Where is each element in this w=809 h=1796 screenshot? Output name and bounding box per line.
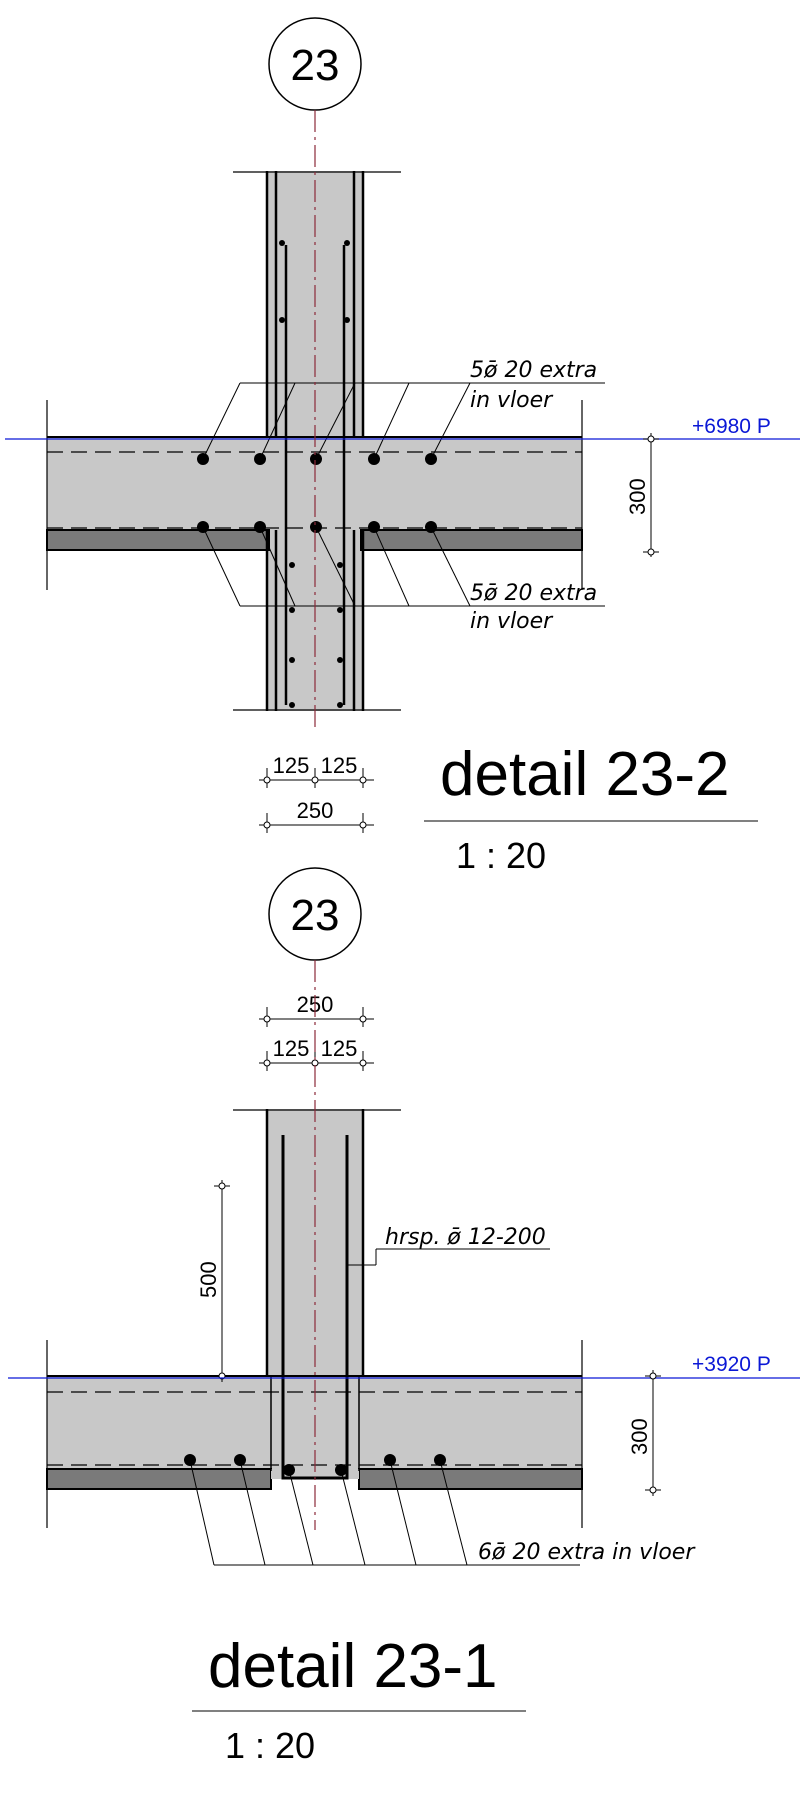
dim-300 [643, 433, 659, 557]
detail-23-1: 23 250 125 125 [8, 867, 800, 1766]
dim-500-label: 500 [196, 1261, 221, 1298]
slab-underside-right [358, 1468, 583, 1490]
level-label: +6980 P [692, 415, 771, 438]
note-top-bars-line2: in vloer [470, 388, 554, 413]
detail-scale: 1 : 20 [225, 1725, 315, 1766]
note-top-bars-line1: 5ø̄ 20 extra [470, 358, 597, 383]
slab-underside-left [46, 1468, 272, 1490]
note-bottom-bars-line1: 5ø̄ 20 extra [470, 581, 597, 606]
slab-underside-right [360, 529, 583, 551]
leaders-top [202, 382, 605, 460]
dim-total: 250 [297, 798, 334, 823]
dim-300-label: 300 [625, 478, 650, 515]
dim-half-right: 125 [321, 1036, 358, 1061]
slab-underside-left [46, 529, 270, 551]
leaders-bottom [202, 526, 605, 607]
note-bottom-bars-line2: in vloer [470, 609, 554, 634]
grid-bubble-label: 23 [291, 891, 340, 940]
column-bars [279, 240, 350, 708]
detail-title: detail 23-2 [440, 740, 730, 809]
detail-scale: 1 : 20 [456, 835, 546, 876]
note-bars: 6ø̄ 20 extra in vloer [478, 1540, 696, 1565]
grid-bubble-label: 23 [291, 41, 340, 90]
dim-half-left: 125 [273, 1036, 310, 1061]
detail-title: detail 23-1 [208, 1632, 498, 1701]
dim-column-width [259, 768, 374, 833]
leaders-bars [189, 1459, 580, 1566]
level-label: +3920 P [692, 1353, 771, 1376]
detail-23-2: 23 [5, 17, 800, 876]
note-stirrup: hrsp. ø̄ 12-200 [385, 1225, 546, 1250]
dim-column-width [259, 1007, 374, 1071]
dim-300-label: 300 [627, 1418, 652, 1455]
dim-half-left: 125 [273, 753, 310, 778]
dim-half-right: 125 [321, 753, 358, 778]
dim-300 [645, 1370, 661, 1496]
